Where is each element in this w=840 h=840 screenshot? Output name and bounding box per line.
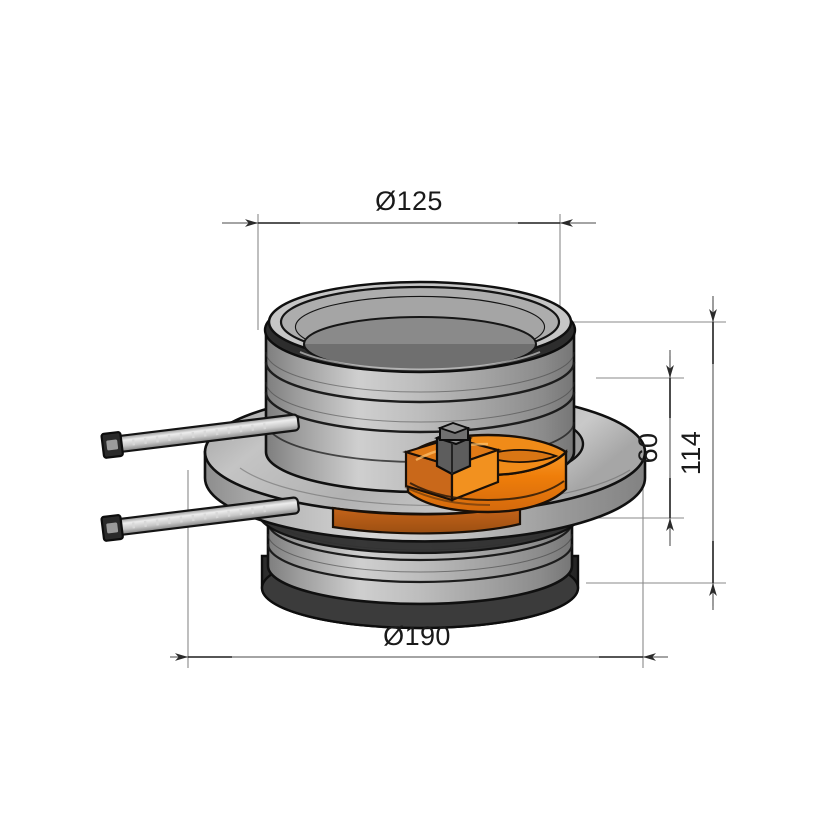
dimension-bottom-diameter: Ø190 bbox=[170, 621, 668, 661]
dimension-overall-height: 114 bbox=[676, 296, 717, 610]
threaded-rod-lower bbox=[100, 496, 300, 542]
hex-nut bbox=[434, 422, 473, 476]
clamp-shadow bbox=[404, 486, 491, 506]
dimension-label-overall-height: 114 bbox=[676, 431, 706, 475]
upper-rim bbox=[263, 280, 577, 374]
threaded-rod-upper bbox=[100, 413, 300, 459]
dimension-top-diameter: Ø125 bbox=[222, 186, 596, 227]
dimension-inner-height: 60 bbox=[633, 350, 674, 546]
dimension-label-inner-height: 60 bbox=[633, 433, 663, 464]
dimension-label-bottom-diameter: Ø190 bbox=[383, 621, 451, 651]
dimension-label-top-diameter: Ø125 bbox=[375, 186, 443, 216]
